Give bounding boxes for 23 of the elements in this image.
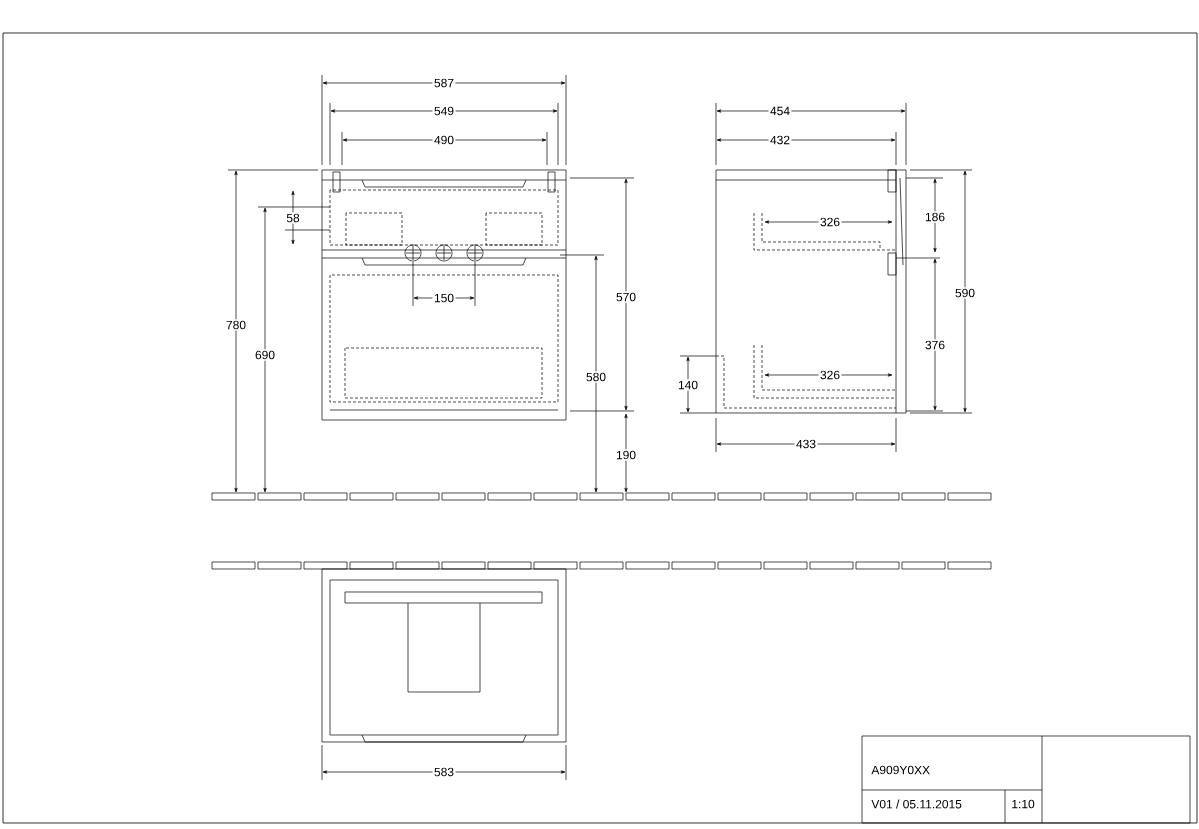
dimension-label: 690 <box>253 349 277 361</box>
dimension-label: 490 <box>432 134 456 146</box>
dimension-label: 570 <box>614 291 638 303</box>
dimension-label: 549 <box>432 105 456 117</box>
dimension-label: 190 <box>614 449 638 461</box>
title-block-text: A909Y0XX <box>871 765 930 775</box>
dimension-label: 590 <box>953 287 977 299</box>
dimension-label: 326 <box>818 369 842 381</box>
dimension-label: 580 <box>584 371 608 383</box>
dimension-label: 454 <box>768 105 792 117</box>
title-block-text: V01 / 05.11.2015 <box>871 799 962 809</box>
dimension-label: 140 <box>676 379 700 391</box>
dimension-label: 433 <box>794 438 818 450</box>
dimension-label: 376 <box>923 339 947 351</box>
dimension-label: 587 <box>432 77 456 89</box>
dimension-label: 583 <box>432 766 456 778</box>
dimension-label: 58 <box>284 212 302 224</box>
dimension-label: 432 <box>768 134 792 146</box>
title-block-text: 1:10 <box>1012 799 1035 809</box>
dimension-label: 780 <box>224 319 248 331</box>
dimension-label: 326 <box>818 216 842 228</box>
dimension-label: 186 <box>923 211 947 223</box>
dimension-label: 150 <box>432 292 456 304</box>
